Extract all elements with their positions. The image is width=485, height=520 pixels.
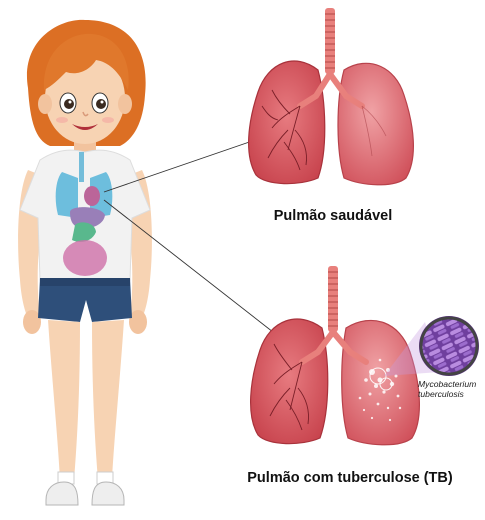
label-bacterium-line2: tuberculosis <box>418 389 465 399</box>
girl-figure-icon <box>18 20 152 505</box>
label-bacterium-line1: Mycobacterium <box>418 379 476 389</box>
label-healthy-lung: Pulmão saudável <box>274 208 392 224</box>
tb-lung-icon <box>251 266 420 445</box>
healthy-lung-icon <box>249 8 414 185</box>
label-tb-lung: Pulmão com tuberculose (TB) <box>247 470 453 486</box>
